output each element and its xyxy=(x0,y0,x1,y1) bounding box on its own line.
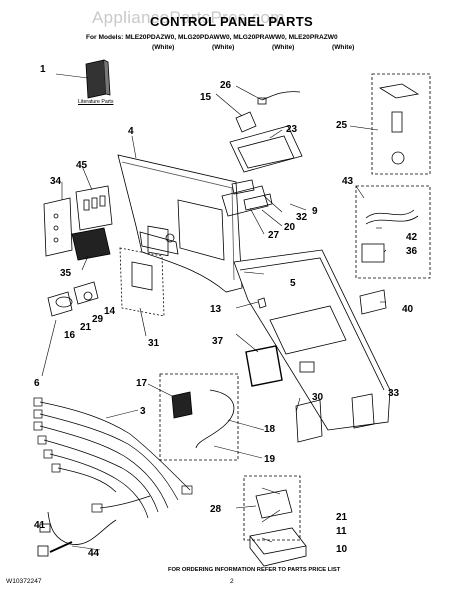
callout-31: 31 xyxy=(148,338,160,349)
control-panel-housing xyxy=(117,154,243,293)
callout-44: 44 xyxy=(88,548,100,559)
cover-plate xyxy=(359,289,387,315)
sensor-bracket xyxy=(221,179,273,217)
callout-30: 30 xyxy=(312,392,324,403)
side-brackets xyxy=(295,393,375,443)
page-number: 2 xyxy=(230,578,234,585)
dispenser-cover xyxy=(119,247,165,317)
callout-16: 16 xyxy=(64,330,76,341)
callout-4: 4 xyxy=(128,126,134,137)
callout-10: 10 xyxy=(336,544,348,555)
strike-kit xyxy=(371,73,431,175)
callout-42: 42 xyxy=(406,232,418,243)
callout-1: 1 xyxy=(40,64,46,75)
callout-19: 19 xyxy=(264,454,276,465)
callout-17: 17 xyxy=(136,378,148,389)
callout-21-switch: 21 xyxy=(80,322,92,333)
callout-15: 15 xyxy=(200,92,212,103)
main-wire-harness xyxy=(33,397,193,519)
callout-34: 34 xyxy=(50,176,62,187)
callout-18: 18 xyxy=(264,424,276,435)
color-label-1: (White) xyxy=(152,44,175,51)
callout-45: 45 xyxy=(76,160,88,171)
literature-label: Literature Parts xyxy=(78,99,114,105)
page-title: CONTROL PANEL PARTS xyxy=(150,14,313,29)
lamp-socket-harness xyxy=(159,373,239,461)
callout-3: 3 xyxy=(140,406,146,417)
callout-41: 41 xyxy=(34,520,46,531)
callout-43: 43 xyxy=(342,176,354,187)
switch-assembly xyxy=(47,281,99,317)
callout-5: 5 xyxy=(290,278,296,289)
callout-40: 40 xyxy=(402,304,414,315)
watermark: AppliancePartsPros.com xyxy=(92,8,285,27)
bezel xyxy=(245,345,283,387)
callout-33: 33 xyxy=(388,388,400,399)
leader-lines xyxy=(41,73,387,551)
models-line: For Models: MLE20PDAZW0, MLG20PDAWW0, ML… xyxy=(86,34,338,41)
thermistor-harness xyxy=(37,511,117,557)
callout-23: 23 xyxy=(286,124,298,135)
callout-29: 29 xyxy=(92,314,104,325)
literature-booklet xyxy=(85,59,111,99)
color-label-4: (White) xyxy=(332,44,355,51)
footer-note: FOR ORDERING INFORMATION REFER TO PARTS … xyxy=(168,567,341,573)
callout-32: 32 xyxy=(296,212,308,223)
lamp-assembly xyxy=(229,91,303,173)
color-label-3: (White) xyxy=(272,44,295,51)
color-label-2: (White) xyxy=(212,44,235,51)
callout-35: 35 xyxy=(60,268,72,279)
callout-11: 11 xyxy=(336,526,347,537)
callout-28: 28 xyxy=(210,504,222,515)
callout-numbers: 1 26 15 23 4 25 45 34 43 32 9 20 42 27 3… xyxy=(34,64,418,559)
callout-37: 37 xyxy=(212,336,224,347)
callout-21: 21 xyxy=(336,512,348,523)
wire-kit xyxy=(355,185,431,279)
callout-36: 36 xyxy=(406,246,418,257)
support-panel xyxy=(233,249,391,431)
callout-27: 27 xyxy=(268,230,280,241)
document-number: W10372247 xyxy=(6,578,42,585)
electronic-control xyxy=(243,475,307,567)
callout-25: 25 xyxy=(336,120,348,131)
ui-board xyxy=(43,185,113,261)
callout-20: 20 xyxy=(284,222,296,233)
callout-9: 9 xyxy=(312,206,318,217)
callout-14: 14 xyxy=(104,306,116,317)
callout-26: 26 xyxy=(220,80,232,91)
callout-6: 6 xyxy=(34,378,40,389)
callout-13: 13 xyxy=(210,304,222,315)
